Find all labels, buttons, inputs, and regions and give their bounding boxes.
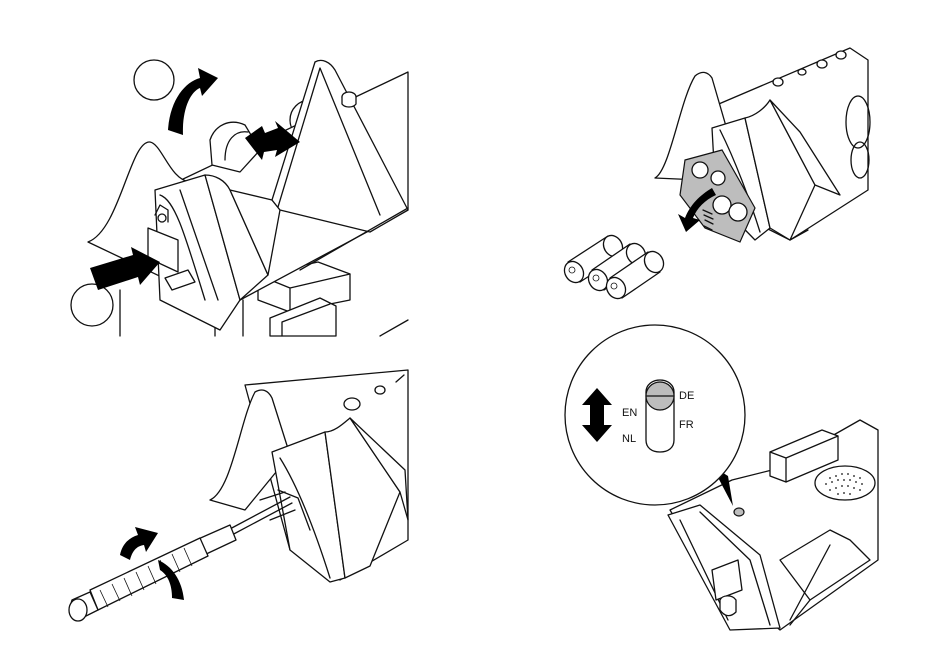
option-en-label: EN — [622, 407, 637, 419]
step-circle-1 — [134, 60, 174, 100]
panel-language-switch: DE EN FR NL — [565, 325, 878, 630]
option-de-label: DE — [679, 390, 694, 402]
language-switch-small — [734, 508, 744, 516]
batteries — [561, 232, 668, 302]
option-fr-label: FR — [679, 419, 694, 431]
rotate-arrow — [168, 68, 218, 135]
language-slider[interactable] — [646, 380, 674, 452]
panel-screwdriver — [69, 370, 408, 621]
panel-batteries — [561, 48, 870, 302]
option-nl-label: NL — [622, 433, 636, 445]
screwdriver — [69, 497, 292, 621]
panel-open-unit — [71, 60, 408, 336]
step-circle-3 — [71, 284, 113, 326]
